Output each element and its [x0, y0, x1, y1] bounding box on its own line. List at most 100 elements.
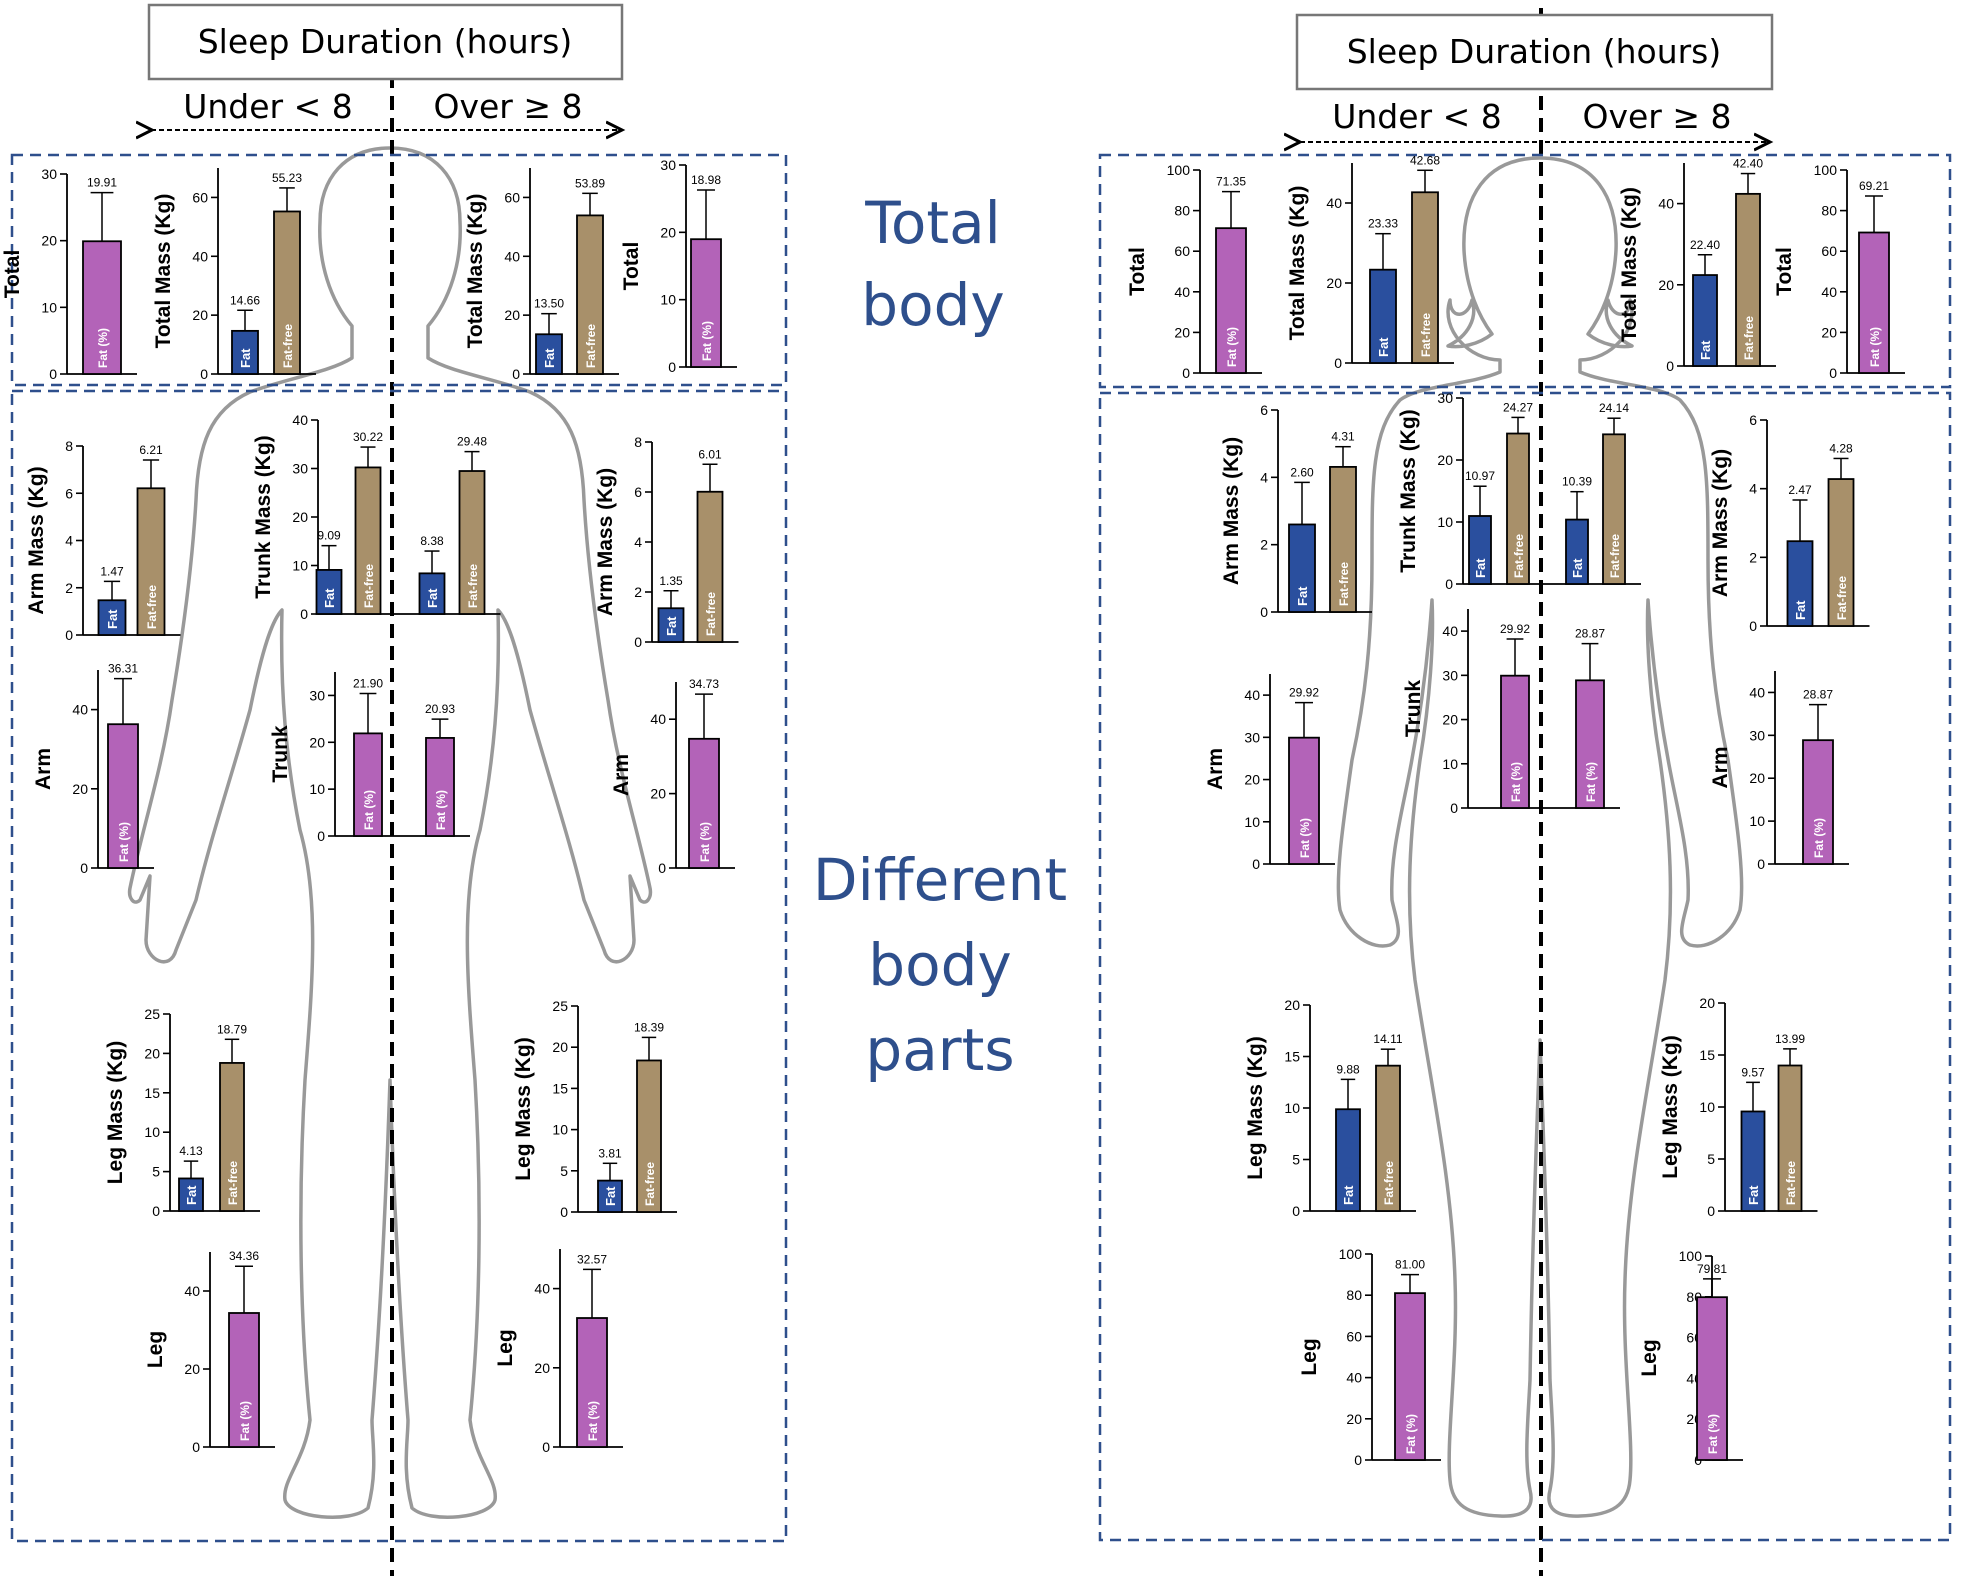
bar-category-label: Fat [664, 616, 679, 636]
y-tick-label: 20 [1437, 452, 1453, 468]
y-axis-label: Trunk Mass (Kg) [252, 435, 275, 598]
male-over-label: Over ≥ 8 [434, 87, 583, 126]
bar [688, 737, 720, 869]
bar-category-label: Fat (%) [1509, 762, 1523, 802]
y-tick-label: 10 [552, 1122, 568, 1138]
y-tick-label: 2 [634, 584, 642, 600]
y-tick-label: 100 [1339, 1246, 1363, 1262]
different-parts-label-line-3: parts [865, 1016, 1014, 1084]
y-tick-label: 2 [1749, 549, 1757, 565]
y-axis-label: Total Mass (Kg) [464, 194, 487, 349]
bar [228, 1312, 260, 1448]
y-tick-label: 60 [1174, 243, 1190, 259]
y-tick-label: 0 [65, 627, 73, 643]
female-title: Sleep Duration (hours) [1347, 32, 1722, 71]
value-label: 20.93 [425, 702, 455, 716]
y-tick-label: 40 [534, 1281, 550, 1297]
value-label: 18.98 [691, 173, 721, 187]
total-body-label: Total body [861, 189, 1004, 339]
value-label: 36.31 [108, 662, 138, 676]
value-label: 53.89 [575, 176, 605, 190]
bar-category-label: Fat [425, 588, 440, 608]
y-tick-label: 0 [317, 828, 325, 844]
y-tick-label: 40 [72, 702, 88, 718]
y-tick-label: 4 [1749, 481, 1757, 497]
y-tick-label: 20 [1326, 275, 1342, 291]
y-tick-label: 20 [660, 224, 676, 240]
y-tick-label: 30 [292, 461, 308, 477]
value-label: 24.14 [1599, 401, 1629, 415]
y-axis-label: Arm [1709, 746, 1732, 788]
value-label: 9.09 [317, 529, 341, 543]
bar [1375, 1064, 1401, 1212]
value-label: 2.47 [1788, 483, 1812, 497]
y-tick-label: 100 [1167, 162, 1191, 178]
y-tick-label: 4 [1260, 469, 1268, 485]
y-axis-label: Total [1126, 247, 1149, 296]
y-axis-label: Leg Mass (Kg) [1244, 1036, 1267, 1180]
y-tick-label: 40 [1821, 284, 1837, 300]
y-tick-label: 30 [309, 687, 325, 703]
bar-category-label: Fat (%) [1584, 762, 1598, 802]
bar [1575, 679, 1605, 809]
y-tick-label: 0 [1829, 365, 1837, 381]
y-tick-label: 25 [144, 1006, 160, 1022]
y-axis-label: Trunk [269, 725, 292, 782]
value-label: 3.81 [598, 1146, 622, 1160]
value-label: 21.90 [353, 677, 383, 691]
value-label: 13.50 [534, 297, 564, 311]
bar-category-label: Fat (%) [238, 1401, 252, 1441]
bar [576, 214, 604, 375]
y-tick-label: 10 [1244, 814, 1260, 830]
bar-category-label: Fat (%) [700, 321, 714, 361]
value-label: 1.35 [659, 574, 683, 588]
bar-category-label: Fat-free [145, 585, 159, 629]
y-axis-label: Total [620, 242, 643, 291]
y-tick-label: 80 [1346, 1287, 1362, 1303]
bar [636, 1059, 662, 1213]
bar [82, 240, 122, 375]
bar [425, 737, 455, 837]
bar-category-label: Fat (%) [586, 1401, 600, 1441]
value-label: 2.60 [1290, 465, 1314, 479]
male-title-box [147, 3, 624, 81]
value-label: 19.91 [87, 176, 117, 190]
bar-category-label: Fat [603, 1186, 618, 1206]
y-tick-label: 30 [1437, 390, 1453, 406]
y-tick-label: 60 [504, 189, 520, 205]
y-tick-label: 15 [552, 1080, 568, 1096]
value-label: 14.11 [1373, 1032, 1402, 1046]
y-tick-label: 10 [660, 292, 676, 308]
bar [354, 466, 382, 615]
y-axis-label: Arm [610, 754, 633, 796]
bar-category-label: Fat-free [1512, 534, 1526, 578]
y-tick-label: 10 [41, 299, 57, 315]
y-tick-label: 0 [1260, 604, 1268, 620]
y-tick-label: 4 [634, 534, 642, 550]
y-tick-label: 40 [1174, 284, 1190, 300]
bar-category-label: Fat-free [281, 324, 295, 368]
y-tick-label: 5 [1292, 1152, 1300, 1168]
bar [315, 569, 343, 615]
y-tick-label: 30 [41, 166, 57, 182]
female-header: Sleep Duration (hours) Under < 8 Over ≥ … [1297, 13, 1772, 142]
y-tick-label: 20 [1749, 770, 1765, 786]
y-axis-label: Arm Mass (Kg) [1220, 437, 1243, 585]
y-tick-label: 40 [184, 1283, 200, 1299]
y-tick-label: 20 [504, 307, 520, 323]
value-label: 28.87 [1575, 627, 1605, 641]
y-tick-label: 2 [65, 580, 73, 596]
y-tick-label: 0 [1182, 365, 1190, 381]
y-axis-label: Arm Mass (Kg) [1709, 449, 1732, 597]
y-tick-label: 0 [200, 366, 208, 382]
value-label: 18.79 [217, 1022, 247, 1036]
bar-category-label: Fat [238, 348, 253, 368]
y-tick-label: 20 [534, 1360, 550, 1376]
